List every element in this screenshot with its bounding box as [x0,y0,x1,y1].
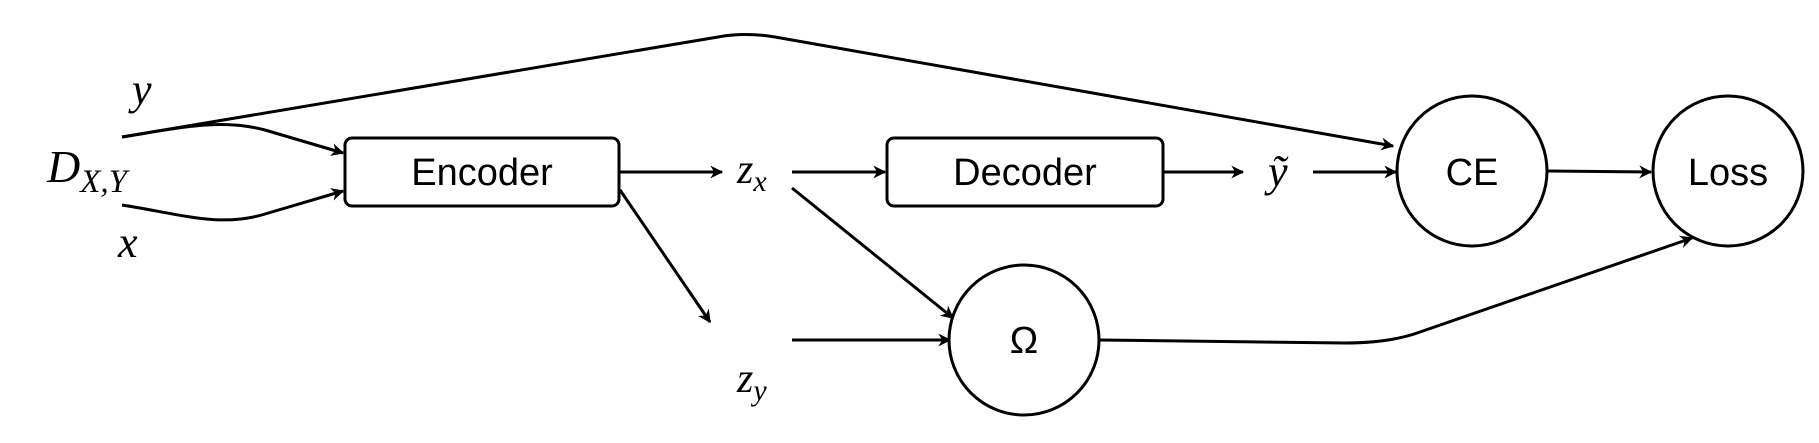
edge-omega-to-loss [1099,235,1694,345]
loss-node: Loss [1651,94,1805,248]
zy-main: z [736,356,753,402]
edge-x-to-encoder [121,188,345,222]
x-label: x [117,218,138,267]
zy-sub: y [750,374,767,407]
zx-sub: x [752,165,767,198]
edge-y-to-ce [121,33,1395,151]
dataset-label: DX,Y [46,141,131,200]
edge-zx-to-omega [791,186,955,320]
zx-label: zx [736,147,767,198]
ce-node: CE [1395,94,1549,248]
decoder-box: Decoder [885,136,1165,208]
encoder-box: Encoder [343,136,621,208]
omega-node: Ω [947,263,1101,417]
encoder-label: Encoder [411,152,553,194]
dataset-main: D [46,141,80,192]
decoder-label: Decoder [953,152,1097,194]
zy-label: zy [736,356,767,407]
edge-y-to-encoder [121,123,345,156]
y-label: y [128,65,152,114]
ce-label: CE [1446,152,1499,194]
edge-encoder-to-zy [618,189,712,324]
zx-main: z [736,147,753,193]
omega-label: Ω [1010,320,1038,362]
loss-label: Loss [1688,152,1768,194]
edge-ce-to-loss [1547,165,1653,179]
y-tilde-label: ỹ [1264,147,1289,196]
dataset-sub: X,Y [78,164,130,200]
